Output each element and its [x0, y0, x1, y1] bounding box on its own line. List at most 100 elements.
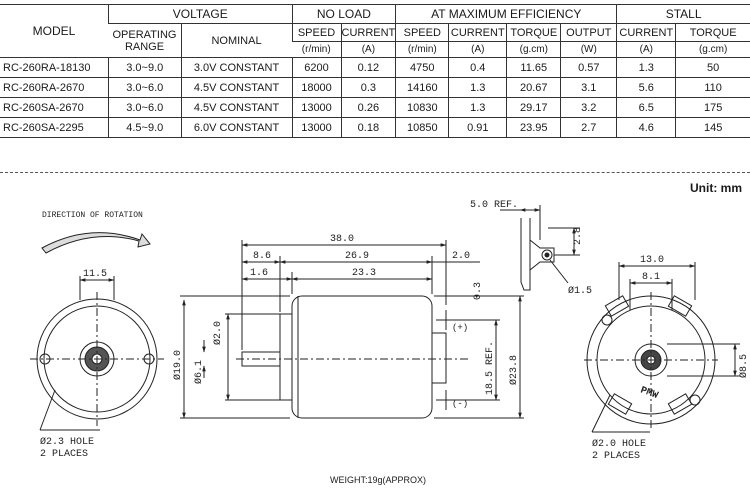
end-view-right: [584, 262, 740, 433]
hole-label: 2 PLACES: [40, 449, 88, 460]
unit-label: Unit: mm: [690, 181, 742, 195]
cell: 1.3: [448, 77, 507, 98]
cell: 5.6: [616, 77, 676, 98]
end-view-left: [30, 276, 164, 431]
cell: 0.12: [340, 57, 396, 78]
unit-cell: (A): [616, 41, 676, 58]
header-row-2: OPERATING RANGE NOMINAL SPEED CURRENT SP…: [0, 23, 750, 58]
header-torque: TORQUE: [506, 23, 561, 42]
cell-model: RC-260SA-2295: [0, 117, 109, 138]
header-at-max-efficiency: AT MAXIMUM EFFICIENCY: [395, 4, 617, 24]
dim-label: 8.1: [642, 272, 660, 283]
header-current: CURRENT: [340, 23, 396, 42]
cell: 3.0V CONSTANT: [180, 57, 292, 78]
unit-cell: (A): [340, 41, 396, 58]
cell: 4.6: [616, 117, 676, 138]
cell: 13000: [291, 97, 341, 118]
minus-terminal-label: (-): [452, 399, 468, 409]
header-speed: SPEED: [395, 23, 449, 42]
table-row: RC-260SA-2670 3.0~6.0 4.5V CONSTANT 1300…: [0, 97, 750, 118]
header-torque: TORQUE: [675, 23, 750, 42]
plus-terminal-label: (+): [452, 323, 468, 333]
rotation-label: DIRECTION OF ROTATION: [42, 211, 143, 220]
table-row: RC-260SA-2295 4.5~9.0 6.0V CONSTANT 1300…: [0, 117, 750, 138]
cell: 4.5V CONSTANT: [180, 77, 292, 98]
cell: 3.2: [560, 97, 617, 118]
dim-label: 2.8: [573, 227, 584, 245]
cell: 3.0~6.0: [108, 77, 181, 98]
cell: 0.3: [340, 77, 396, 98]
dim-label: 0.3: [473, 282, 484, 300]
cell: 6200: [291, 57, 341, 78]
table-row: RC-260RA-18130 3.0~9.0 3.0V CONSTANT 620…: [0, 57, 750, 78]
rotation-arrow-icon: [41, 232, 151, 254]
header-no-load: NO LOAD: [291, 4, 396, 24]
cell: 2.7: [560, 117, 617, 138]
dim-label: Ø6.1: [193, 360, 205, 384]
dim-label: 38.0: [330, 234, 354, 245]
cell: 20.67: [506, 77, 561, 98]
dim-label: Ø1.5: [568, 285, 592, 297]
hole-label: 2 PLACES: [592, 451, 640, 462]
terminal-detail: [500, 205, 580, 291]
cell: 0.4: [448, 57, 507, 78]
cell: 1.3: [616, 57, 676, 78]
header-nominal: NOMINAL: [180, 23, 292, 58]
weight-label: WEIGHT:19g(APPROX): [330, 475, 427, 485]
cell: 50: [675, 57, 750, 78]
table-row: RC-260RA-2670 3.0~6.0 4.5V CONSTANT 1800…: [0, 77, 750, 98]
cell: 0.26: [340, 97, 396, 118]
cell: 1.3: [448, 97, 507, 118]
cell-model: RC-260SA-2670: [0, 97, 109, 118]
cell: 175: [675, 97, 750, 118]
cell: 110: [675, 77, 750, 98]
pmw-logo-text: PMW: [639, 385, 660, 401]
dim-label: 18.5 REF.: [485, 341, 496, 395]
cell: 11.65: [506, 57, 561, 78]
cell: 3.0~9.0: [108, 57, 181, 78]
cell: 6.0V CONSTANT: [180, 117, 292, 138]
unit-cell: (g.cm): [506, 41, 561, 58]
dim-label: Ø8.5: [738, 354, 750, 378]
cell: 3.0~6.0: [108, 97, 181, 118]
dim-label: Ø23.8: [508, 355, 520, 385]
header-output: OUTPUT: [560, 23, 617, 42]
header-row-3: (r/min) (A) (r/min) (A) (g.cm) (W) (A) (…: [0, 41, 750, 58]
cell: 14160: [395, 77, 449, 98]
cell: 10850: [395, 117, 449, 138]
section-divider: [0, 172, 750, 173]
header-speed: SPEED: [291, 23, 341, 42]
unit-cell: (r/min): [395, 41, 449, 58]
dim-label: 13.0: [640, 255, 664, 266]
cell: 10830: [395, 97, 449, 118]
cell: 18000: [291, 77, 341, 98]
cell-model: RC-260RA-18130: [0, 57, 109, 78]
dim-label: 23.3: [352, 268, 376, 279]
unit-cell: (A): [448, 41, 507, 58]
cell: 0.91: [448, 117, 507, 138]
dim-label: 5.0 REF.: [470, 200, 518, 211]
header-stall: STALL: [616, 4, 750, 24]
dim-label: Ø19.0: [172, 350, 184, 380]
dim-label: 1.6: [250, 268, 268, 279]
cell: 23.95: [506, 117, 561, 138]
hole-label: Ø2.3 HOLE: [40, 436, 94, 448]
cell: 4750: [395, 57, 449, 78]
hole-label: Ø2.0 HOLE: [592, 438, 646, 450]
cell: 29.17: [506, 97, 561, 118]
dim-label: Ø2.0: [212, 321, 224, 345]
dimension-drawing: DIRECTION OF ROTATION 11.5 Ø2.3 HOLE 2 P…: [30, 200, 750, 462]
cell: 0.18: [340, 117, 396, 138]
header-operating-range: OPERATING RANGE: [108, 23, 181, 58]
dim-label: 26.9: [345, 251, 369, 262]
header-current: CURRENT: [616, 23, 676, 42]
unit-cell: (g.cm): [675, 41, 750, 58]
cell: 4.5~9.0: [108, 117, 181, 138]
cell-model: RC-260RA-2670: [0, 77, 109, 98]
dim-label: 11.5: [83, 269, 107, 280]
cell: 13000: [291, 117, 341, 138]
cell: 4.5V CONSTANT: [180, 97, 292, 118]
unit-cell: (W): [560, 41, 617, 58]
header-current: CURRENT: [448, 23, 507, 42]
spec-table: MODEL VOLTAGE NO LOAD AT MAXIMUM EFFICIE…: [0, 4, 750, 138]
